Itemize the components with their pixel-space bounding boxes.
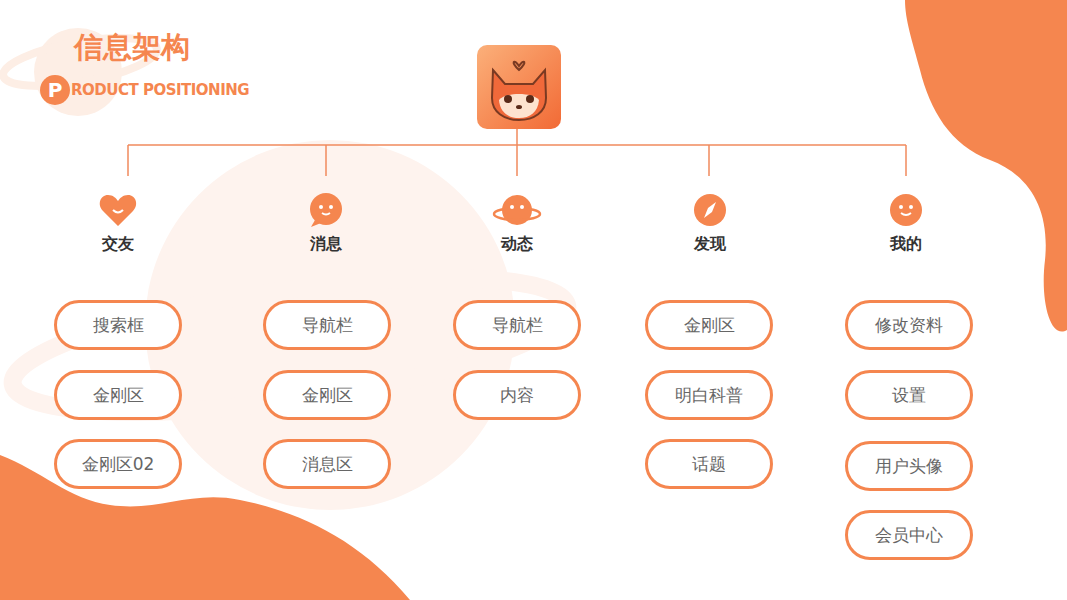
category-node: 动态 <box>492 192 542 255</box>
pill-label: 设置 <box>892 384 926 407</box>
category-label: 动态 <box>501 234 533 255</box>
page-title: 信息架构 <box>74 28 190 68</box>
pill-label: 消息区 <box>302 453 353 476</box>
pill-label: 会员中心 <box>875 524 943 547</box>
pill-label: 用户头像 <box>875 455 943 478</box>
pill-label: 导航栏 <box>492 314 543 337</box>
category-label: 交友 <box>102 234 134 255</box>
feature-pill: 用户头像 <box>845 441 973 491</box>
pill-label: 明白科普 <box>675 384 743 407</box>
app-icon <box>477 45 561 129</box>
category-node: 我的 <box>881 192 931 255</box>
feature-pill: 金刚区 <box>263 370 391 420</box>
category-node: 消息 <box>301 192 351 255</box>
category-icon <box>301 192 351 228</box>
feature-pill: 消息区 <box>263 439 391 489</box>
category-label: 我的 <box>890 234 922 255</box>
feature-pill: 金刚区02 <box>54 439 182 489</box>
pill-label: 金刚区 <box>684 314 735 337</box>
feature-pill: 导航栏 <box>453 300 581 350</box>
fox-face <box>492 62 546 120</box>
pill-label: 话题 <box>692 453 726 476</box>
pill-label: 内容 <box>500 384 534 407</box>
category-icon <box>492 192 542 228</box>
feature-pill: 话题 <box>645 439 773 489</box>
pill-label: 金刚区02 <box>82 453 155 476</box>
feature-pill: 金刚区 <box>54 370 182 420</box>
pill-label: 修改资料 <box>875 314 943 337</box>
feature-pill: 导航栏 <box>263 300 391 350</box>
category-icon <box>881 192 931 228</box>
feature-pill: 内容 <box>453 370 581 420</box>
category-label: 发现 <box>694 234 726 255</box>
category-label: 消息 <box>310 234 342 255</box>
feature-pill: 设置 <box>845 370 973 420</box>
feature-pill: 金刚区 <box>645 300 773 350</box>
corner-blob <box>905 0 1067 332</box>
tree-lines <box>128 129 906 176</box>
feature-pill: 会员中心 <box>845 510 973 560</box>
feature-pill: 搜索框 <box>54 300 182 350</box>
pill-label: 导航栏 <box>302 314 353 337</box>
category-icon <box>685 192 735 228</box>
pill-label: 金刚区 <box>302 384 353 407</box>
feature-pill: 明白科普 <box>645 370 773 420</box>
pill-label: 金刚区 <box>93 384 144 407</box>
category-node: 交友 <box>93 192 143 255</box>
feature-pill: 修改资料 <box>845 300 973 350</box>
category-node: 发现 <box>685 192 735 255</box>
pill-label: 搜索框 <box>93 314 144 337</box>
subtitle-initial: P <box>40 75 70 105</box>
category-icon <box>93 192 143 228</box>
subtitle-text: RODUCT POSITIONING <box>71 81 249 99</box>
